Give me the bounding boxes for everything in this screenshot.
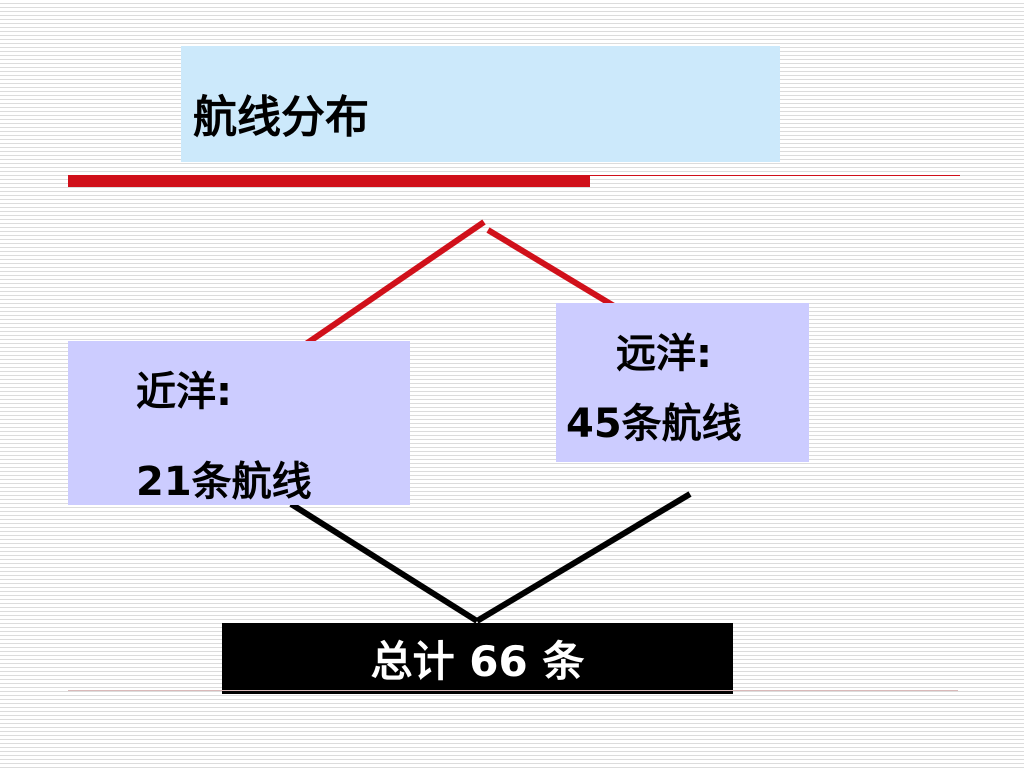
- black-connector-left: [289, 501, 479, 624]
- total-label: 总计 66 条: [370, 637, 585, 686]
- far-sea-box: 远洋: 45条航线: [556, 303, 809, 462]
- slide-title: 航线分布: [193, 92, 369, 143]
- near-sea-count: 21条航线: [136, 459, 312, 505]
- near-sea-box: 近洋: 21条航线: [68, 341, 410, 505]
- far-sea-label: 远洋:: [616, 331, 712, 377]
- title-underline-thick: [68, 175, 590, 187]
- red-connector-left: [298, 219, 486, 351]
- near-sea-label: 近洋:: [136, 369, 232, 415]
- title-box: 航线分布: [181, 46, 780, 162]
- black-connector-right: [475, 491, 692, 624]
- footer-rule: [68, 690, 958, 691]
- total-box: 总计 66 条: [222, 623, 733, 694]
- title-underline-thin: [590, 175, 960, 176]
- far-sea-count: 45条航线: [566, 401, 742, 447]
